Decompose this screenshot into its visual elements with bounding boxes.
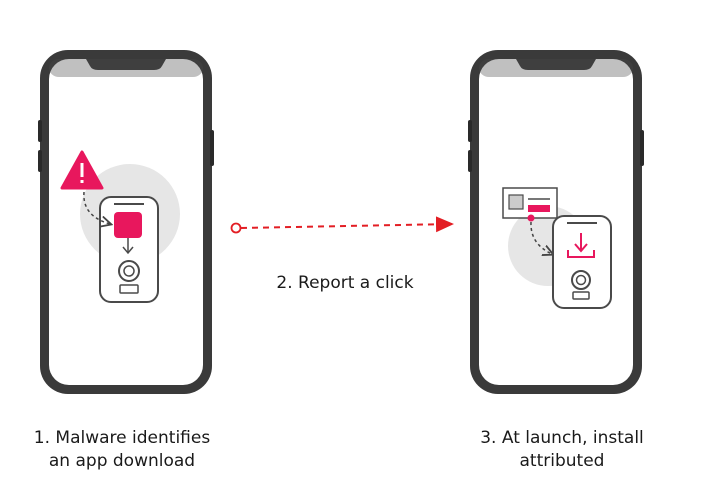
install-illustration bbox=[502, 187, 612, 309]
download-icon bbox=[567, 233, 595, 258]
warning-triangle-icon bbox=[60, 150, 104, 190]
ad-banner-icon bbox=[502, 187, 558, 219]
step-3-caption: 3. At launch, install attributed bbox=[446, 427, 678, 473]
step-3-line-2: attributed bbox=[519, 451, 605, 471]
step-1-line-2: an app download bbox=[48, 451, 196, 471]
step-1-line-1: 1. Malware identifies bbox=[33, 428, 211, 448]
malware-illustration bbox=[80, 164, 180, 303]
report-click-arrow bbox=[230, 216, 454, 234]
step-3-line-1: 3. At launch, install bbox=[480, 428, 644, 448]
dashed-connector-2 bbox=[530, 221, 552, 254]
step-2-caption: 2. Report a click bbox=[260, 272, 430, 295]
step-1-caption: 1. Malware identifies an app download bbox=[0, 427, 244, 473]
step-2-line-1: 2. Report a click bbox=[276, 273, 414, 293]
